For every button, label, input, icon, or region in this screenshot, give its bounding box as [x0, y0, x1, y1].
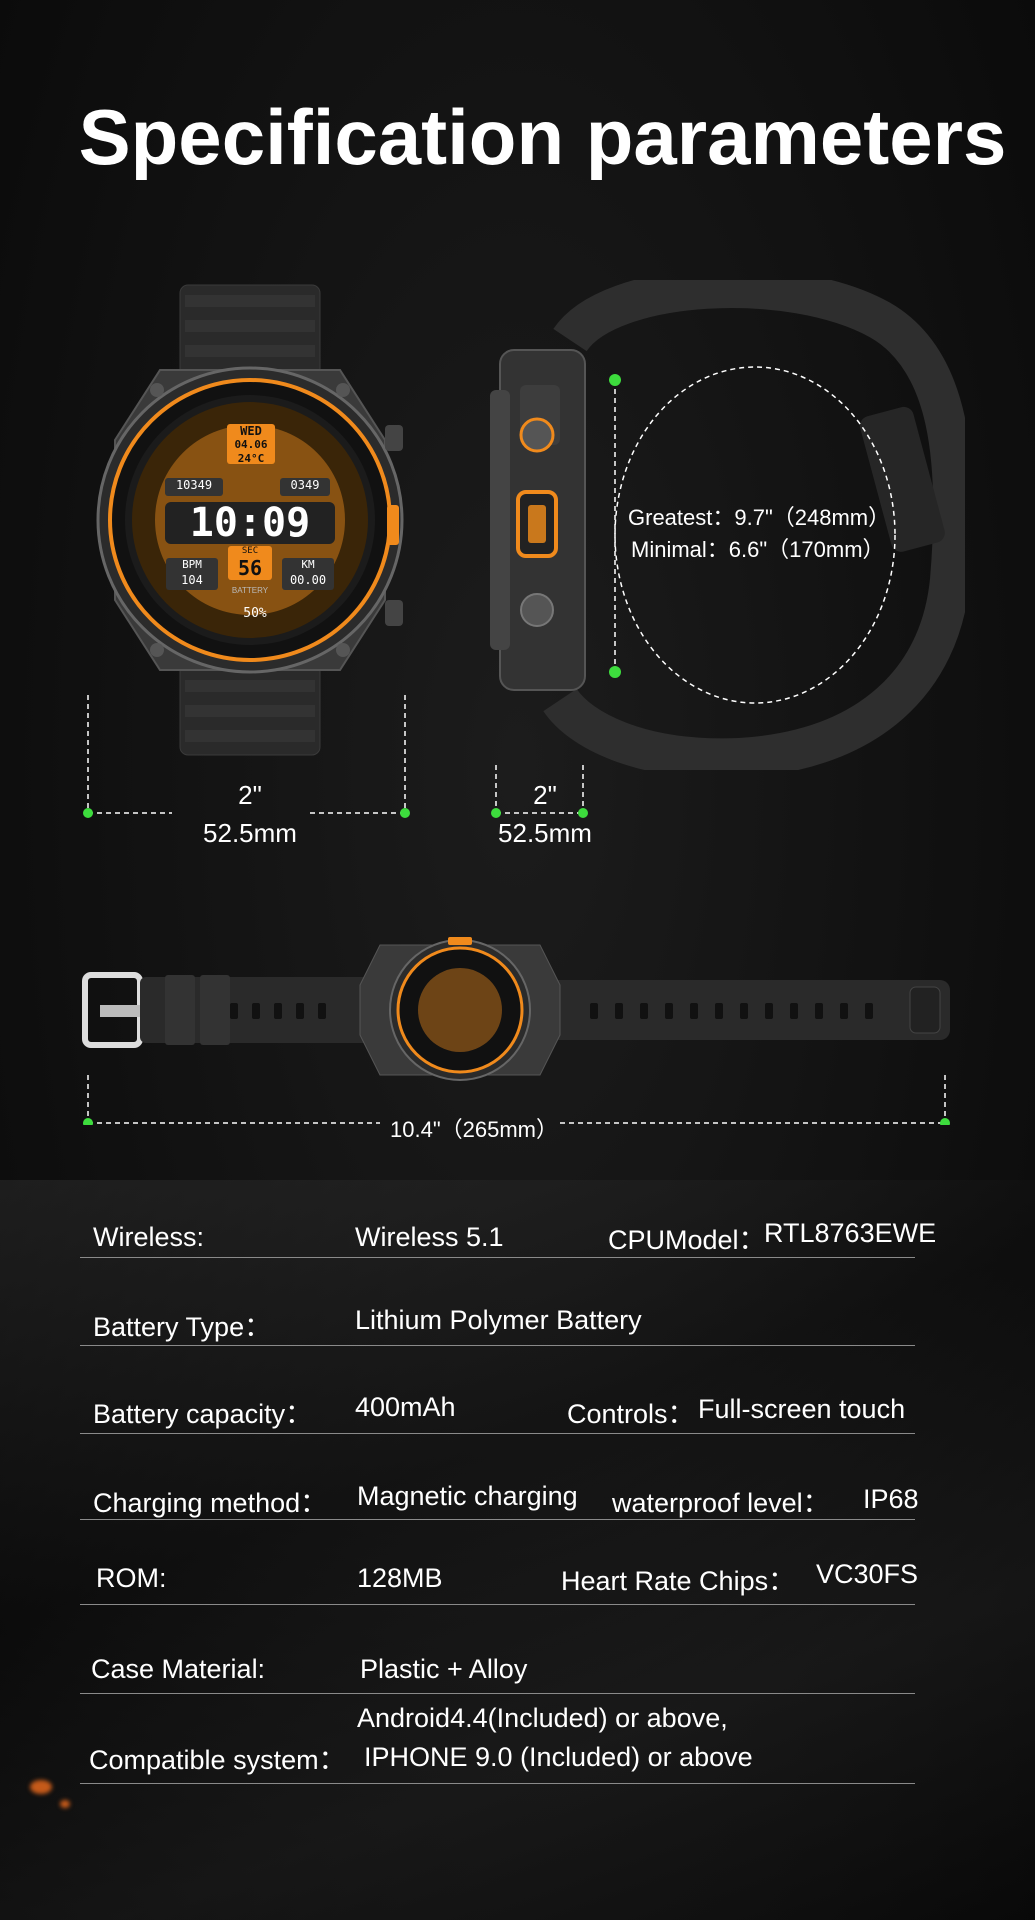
- spec-label-wireless: Wireless:: [93, 1222, 205, 1252]
- row-divider: [80, 1257, 915, 1258]
- spec-label-compatible-system: Compatible system：: [89, 1745, 346, 1775]
- date-panel: [227, 424, 275, 464]
- spec-label-controls: Controls：: [567, 1399, 695, 1429]
- row-divider: [80, 1345, 915, 1346]
- row-divider: [80, 1693, 915, 1694]
- km-value: 00.00: [289, 573, 327, 587]
- spec-value-rom: 128MB: [357, 1563, 443, 1593]
- row-divider: [80, 1433, 915, 1434]
- spec-value-cpu-model: RTL8763EWE: [764, 1218, 937, 1248]
- spec-value-compatible-system-android: Android4.4(Included) or above,: [357, 1703, 728, 1733]
- bpm-panel: [166, 558, 218, 590]
- spec-label-waterproof-level: waterproof level：: [612, 1488, 830, 1518]
- spec-value-battery-capacity: 400mAh: [355, 1392, 456, 1422]
- side-width-mm: 52.5mm: [498, 818, 592, 848]
- row-divider: [80, 1783, 915, 1784]
- seconds-label: SEC: [241, 546, 259, 556]
- temperature-label: 24°C: [237, 452, 265, 465]
- row-divider: [80, 1604, 915, 1605]
- spec-value-battery-type: Lithium Polymer Battery: [355, 1305, 642, 1335]
- spec-value-compatible-system-iphone: IPHONE 9.0 (Included) or above: [364, 1742, 753, 1772]
- background-rock-texture: [0, 1180, 1035, 1920]
- side-width-inches: 2": [533, 780, 557, 810]
- watch-flat-strap-image: [82, 937, 950, 1081]
- spec-value-charging-method: Magnetic charging: [357, 1481, 578, 1511]
- spec-value-waterproof-level: IP68: [863, 1484, 919, 1514]
- km-label: KM: [301, 558, 315, 571]
- strap-length: 10.4"（265mm）: [390, 1117, 558, 1142]
- spec-value-wireless: Wireless 5.1: [355, 1222, 504, 1252]
- watch-side-image: [490, 280, 965, 770]
- front-width-mm: 52.5mm: [203, 818, 297, 848]
- seconds-value: 56: [237, 556, 263, 580]
- steps-value: 10349: [165, 478, 223, 496]
- spec-label-heart-rate-chips: Heart Rate Chips：: [561, 1566, 796, 1596]
- seconds-panel: [228, 546, 272, 580]
- spec-label-rom: ROM:: [96, 1563, 167, 1593]
- spec-label-battery-capacity: Battery capacity：: [93, 1399, 313, 1429]
- spec-value-controls: Full-screen touch: [698, 1394, 906, 1424]
- spec-value-case-material: Plastic + Alloy: [360, 1654, 528, 1684]
- spec-label-cpu-model: CPUModel：: [608, 1225, 766, 1255]
- band-minimal-size: Minimal：6.6"（170mm）: [631, 537, 885, 562]
- spec-value-heart-rate-chips: VC30FS: [816, 1559, 919, 1589]
- strap-dimension-lines: [83, 1075, 950, 1125]
- ember-glow: [30, 1780, 52, 1794]
- bpm-label: BPM: [182, 558, 202, 571]
- spec-label-case-material: Case Material:: [91, 1654, 266, 1684]
- band-greatest-size: Greatest：9.7"（248mm）: [628, 505, 891, 530]
- km-panel: [282, 558, 334, 590]
- day-label: WED: [240, 424, 262, 438]
- battery-label: BATTERY: [231, 586, 269, 595]
- battery-value: 50%: [243, 606, 267, 621]
- row-divider: [80, 1519, 915, 1520]
- side-dimension-lines: [491, 765, 588, 818]
- bpm-value: 104: [181, 573, 203, 587]
- date-label: 04.06: [234, 438, 268, 451]
- front-width-inches: 2": [238, 780, 262, 810]
- ember-glow: [60, 1800, 70, 1808]
- front-dimension-lines: [83, 695, 410, 818]
- spec-label-charging-method: Charging method：: [93, 1488, 328, 1518]
- spec-label-battery-type: Battery Type：: [93, 1312, 272, 1342]
- page-title: Specification parameters: [78, 93, 1007, 181]
- time-display: 10:09: [165, 502, 335, 544]
- calories-value: 0349: [280, 478, 330, 496]
